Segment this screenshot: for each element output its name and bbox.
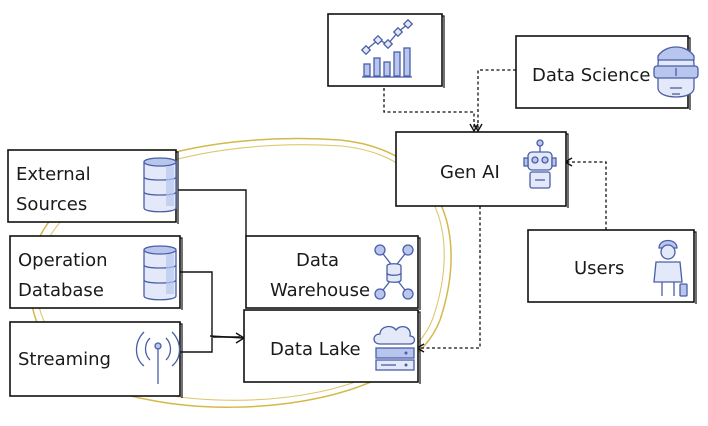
operation-database-label-1: Operation	[18, 250, 108, 271]
users-label: Users	[574, 258, 624, 279]
data-warehouse-label-2: Warehouse	[270, 280, 370, 301]
database-icon	[143, 245, 177, 301]
streaming-label: Streaming	[18, 349, 111, 370]
node-data-science: Data Science	[515, 35, 699, 110]
operation-database-label-2: Database	[18, 280, 104, 301]
robot-icon	[523, 139, 557, 189]
node-data-warehouse: Data Warehouse	[245, 235, 421, 310]
node-users: Users	[527, 229, 697, 304]
gen-ai-label: Gen AI	[440, 162, 500, 183]
user-icon	[653, 239, 688, 297]
node-streaming: Streaming	[9, 321, 183, 398]
cluster-icon	[374, 244, 414, 300]
antenna-icon	[135, 331, 181, 384]
data-science-label: Data Science	[532, 65, 650, 86]
external-sources-label-1: External	[16, 164, 91, 185]
data-warehouse-label-1: Data	[296, 250, 339, 271]
external-sources-label-2: Sources	[16, 194, 87, 215]
node-external-sources: External Sources	[7, 149, 179, 224]
node-data-lake: Data Lake	[243, 309, 421, 384]
database-icon	[143, 157, 177, 213]
node-analytics	[327, 13, 445, 88]
data-lake-label: Data Lake	[270, 339, 361, 360]
node-gen-ai: Gen AI	[395, 131, 569, 208]
node-operation-database: Operation Database	[9, 235, 183, 310]
vr-person-icon	[653, 46, 699, 98]
cloud-server-icon	[373, 325, 416, 371]
chart-icon	[360, 18, 414, 78]
